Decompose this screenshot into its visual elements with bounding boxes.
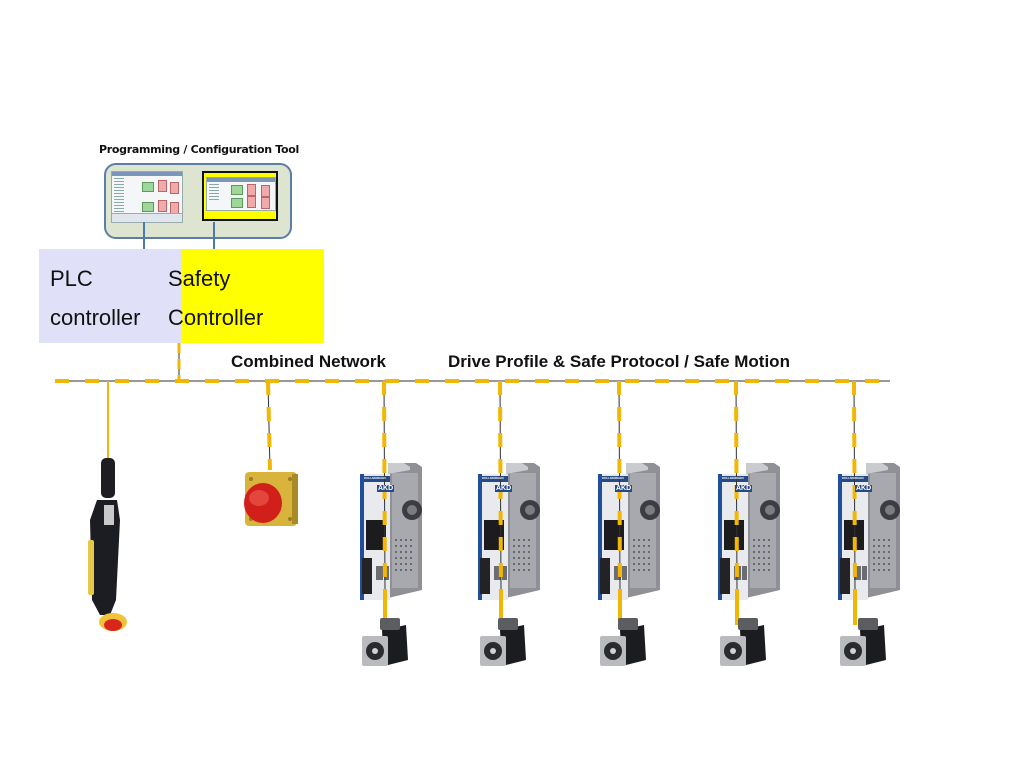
safety-label-line2: Controller [168,305,264,330]
safety-config-screenshot-frame [202,171,278,221]
safety-tool-connector [213,222,215,249]
drive-profile-label: Drive Profile & Safe Protocol / Safe Mot… [448,352,790,371]
drive-model-label: AKD [377,485,395,492]
servo-motor-2 [480,618,526,666]
plc-label-line1: PLC [50,266,93,291]
servo-motor-1 [362,618,408,666]
combined-network-label: Combined Network [231,352,386,371]
drive-model-label: AKD [495,485,513,492]
servo-motor-4 [720,618,766,666]
drive-brand-label: KOLLMORGEN [364,476,386,480]
servo-motor-3 [600,618,646,666]
drive-brand-label: KOLLMORGEN [602,476,624,480]
plc-config-screenshot [111,171,183,223]
estop-drop-line [266,380,272,471]
enabling-pendant-icon [88,458,127,631]
servo-drive-4 [718,463,780,600]
programming-tool-box [104,163,292,239]
safety-controller-label: Safety Controller [168,259,263,337]
plc-controller-block [39,249,181,343]
drive-drop-line-5 [852,380,857,591]
emergency-stop-icon [244,472,298,526]
servo-drive-5 [838,463,900,600]
servo-drive-1 [360,463,422,600]
plc-tool-connector [143,222,145,249]
servo-drive-3 [598,463,660,600]
drive-model-label: AKD [735,485,753,492]
drive-brand-label: KOLLMORGEN [722,476,744,480]
tool-title: Programming / Configuration Tool [99,143,299,156]
plc-label-line2: controller [50,305,141,330]
drive-brand-label: KOLLMORGEN [482,476,504,480]
servo-motor-5 [840,618,886,666]
drive-model-label: AKD [615,485,633,492]
safety-config-screenshot [206,177,276,211]
drive-model-label: AKD [855,485,873,492]
plc-controller-label: PLC controller [50,259,140,337]
safety-label-line1: Safety [168,266,231,291]
safety-controller-block [181,249,324,343]
servo-drive-2 [478,463,540,600]
drive-brand-label: KOLLMORGEN [842,476,864,480]
